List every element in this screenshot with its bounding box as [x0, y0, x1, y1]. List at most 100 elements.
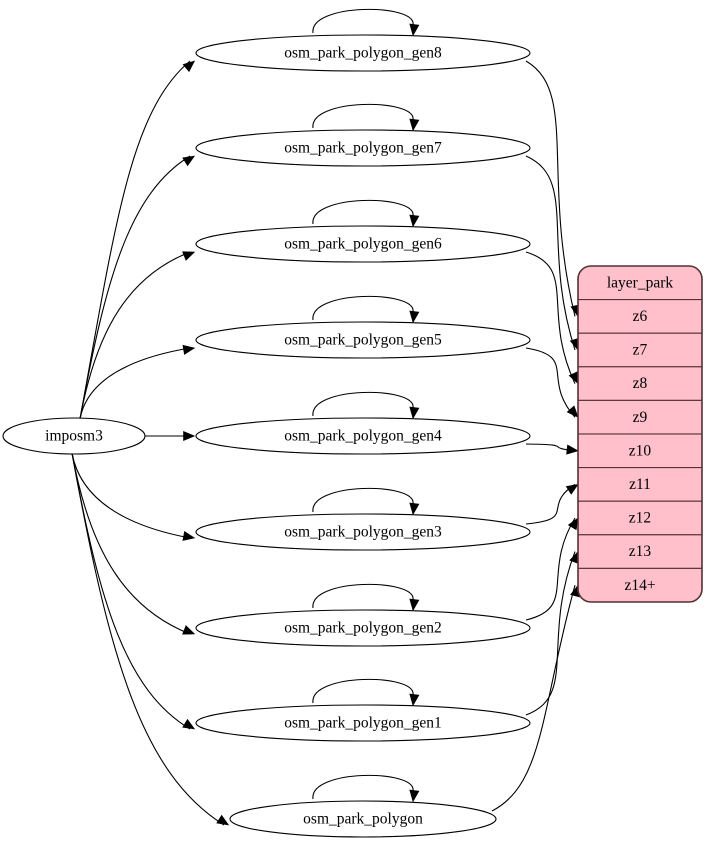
edge-path [79, 155, 191, 420]
table-row-z13[interactable]: z13 [578, 534, 702, 569]
self-loop-gen3 [312, 487, 420, 516]
row-label-text: z8 [633, 375, 648, 392]
self-loop-gen6 [312, 199, 420, 228]
table-row-z7[interactable]: z7 [578, 332, 702, 368]
table-row-z9[interactable]: z9 [578, 399, 702, 435]
node-shape [195, 321, 531, 359]
self-loop-path [312, 8, 414, 34]
node-gen7[interactable]: osm_park_polygon_gen7 [195, 129, 531, 167]
edge-arrowhead [565, 483, 579, 495]
node-label-text: osm_park_polygon_gen7 [284, 140, 442, 157]
node-gen4[interactable]: osm_park_polygon_gen4 [195, 417, 531, 455]
self-loop-arrowhead [409, 310, 420, 324]
self-loop-gen8 [312, 8, 420, 37]
row-background [578, 467, 702, 502]
table-row-z10[interactable]: z10 [578, 433, 702, 469]
self-loop-base [312, 774, 420, 803]
table-row-z12[interactable]: z12 [578, 500, 702, 536]
row-label-text: z13 [629, 543, 652, 560]
self-loop-path [312, 199, 414, 225]
node-gen3[interactable]: osm_park_polygon_gen3 [195, 513, 531, 551]
edge-arrowhead [216, 814, 230, 826]
table-header-row[interactable]: layer_park [578, 266, 702, 301]
layer-park-table[interactable]: layer_park z6 z7 z8 z9 z10 z11 z12 z13 z14+ [577, 265, 703, 603]
node-shape [2, 417, 146, 455]
self-loop-arrowhead [409, 693, 420, 707]
node-imposm3[interactable]: imposm3 [2, 417, 146, 455]
edge-arrowhead [182, 251, 196, 261]
table-row-z8[interactable]: z8 [578, 366, 702, 401]
edge-gen1-to-table [525, 550, 579, 716]
edge-path [525, 443, 576, 452]
node-shape [229, 800, 497, 838]
edge-gen6-to-table [525, 251, 579, 385]
table-row-z14plus[interactable]: z14+ [578, 567, 702, 602]
edge-gen3-to-table [525, 483, 579, 525]
self-loop-arrowhead [409, 214, 420, 228]
edge-path [79, 347, 191, 420]
edge-arrowhead [182, 155, 196, 167]
self-loop-path [312, 487, 414, 513]
self-loop-path [312, 774, 414, 800]
row-label-text: z6 [633, 308, 648, 325]
node-label-text: osm_park_polygon_gen2 [284, 620, 442, 637]
edge-imposm3-to-gen4 [145, 430, 196, 442]
nodes-layer: osm_park_polygon_gen8 osm_park_polygon_ge… [2, 34, 531, 838]
row-background [578, 500, 702, 536]
self-loop-arrowhead [409, 502, 420, 516]
node-gen8[interactable]: osm_park_polygon_gen8 [195, 34, 531, 72]
row-label-text: z9 [633, 409, 648, 426]
row-background [578, 366, 702, 401]
row-background [578, 567, 702, 602]
edge-arrowhead [182, 60, 196, 73]
node-shape [195, 513, 531, 551]
self-loop-path [312, 103, 414, 129]
node-gen6[interactable]: osm_park_polygon_gen6 [195, 225, 531, 263]
table-title-text: layer_park [607, 274, 674, 291]
node-label-text: osm_park_polygon_gen3 [284, 524, 442, 541]
row-label-text: z7 [633, 342, 648, 359]
self-loop-gen5 [312, 295, 420, 324]
node-gen1[interactable]: osm_park_polygon_gen1 [195, 704, 531, 742]
edge-path [79, 251, 191, 420]
node-shape [195, 609, 531, 647]
edge-imposm3-to-gen5 [79, 344, 196, 420]
edge-path [525, 60, 576, 317]
node-base[interactable]: osm_park_polygon [229, 800, 497, 838]
edge-imposm3-to-gen6 [79, 251, 196, 420]
table-row-z6[interactable]: z6 [578, 299, 702, 334]
node-gen2[interactable]: osm_park_polygon_gen2 [195, 609, 531, 647]
row-label-text: z11 [629, 476, 651, 493]
self-loop-arrowhead [409, 789, 420, 803]
edge-gen4-to-table [525, 443, 579, 455]
row-background [578, 332, 702, 368]
row-background [578, 399, 702, 435]
node-shape [195, 34, 531, 72]
node-label-text: osm_park_polygon_gen6 [284, 236, 442, 253]
edge-arrowhead [566, 405, 579, 418]
table-row-z11[interactable]: z11 [578, 467, 702, 502]
edge-gen2-to-table [525, 517, 579, 621]
self-loop-gen7 [312, 103, 420, 132]
edge-path [71, 452, 191, 539]
self-loop-path [312, 295, 414, 321]
edge-imposm3-to-gen1 [71, 452, 196, 730]
edge-imposm3-to-gen3 [71, 452, 196, 541]
edge-imposm3-to-gen7 [79, 155, 196, 420]
node-gen5[interactable]: osm_park_polygon_gen5 [195, 321, 531, 359]
row-label-text: z10 [629, 442, 652, 459]
edge-arrowhead [183, 430, 196, 442]
edge-path [71, 452, 225, 826]
edge-arrowhead [182, 625, 196, 635]
edge-imposm3-to-gen8 [79, 60, 196, 420]
edge-arrowhead [566, 444, 579, 455]
self-loop-edges [312, 8, 420, 803]
table-rows: layer_park z6 z7 z8 z9 z10 z11 z12 z13 z14+ [578, 266, 702, 602]
edge-path [79, 60, 191, 420]
row-label-text: z14+ [624, 577, 655, 594]
edge-arrowhead [567, 517, 579, 531]
node-label-text: osm_park_polygon_gen5 [284, 332, 442, 349]
edge-gen5-to-table [525, 347, 579, 418]
row-label-text: z12 [629, 510, 651, 527]
node-label-text: osm_park_polygon_gen4 [284, 428, 442, 445]
